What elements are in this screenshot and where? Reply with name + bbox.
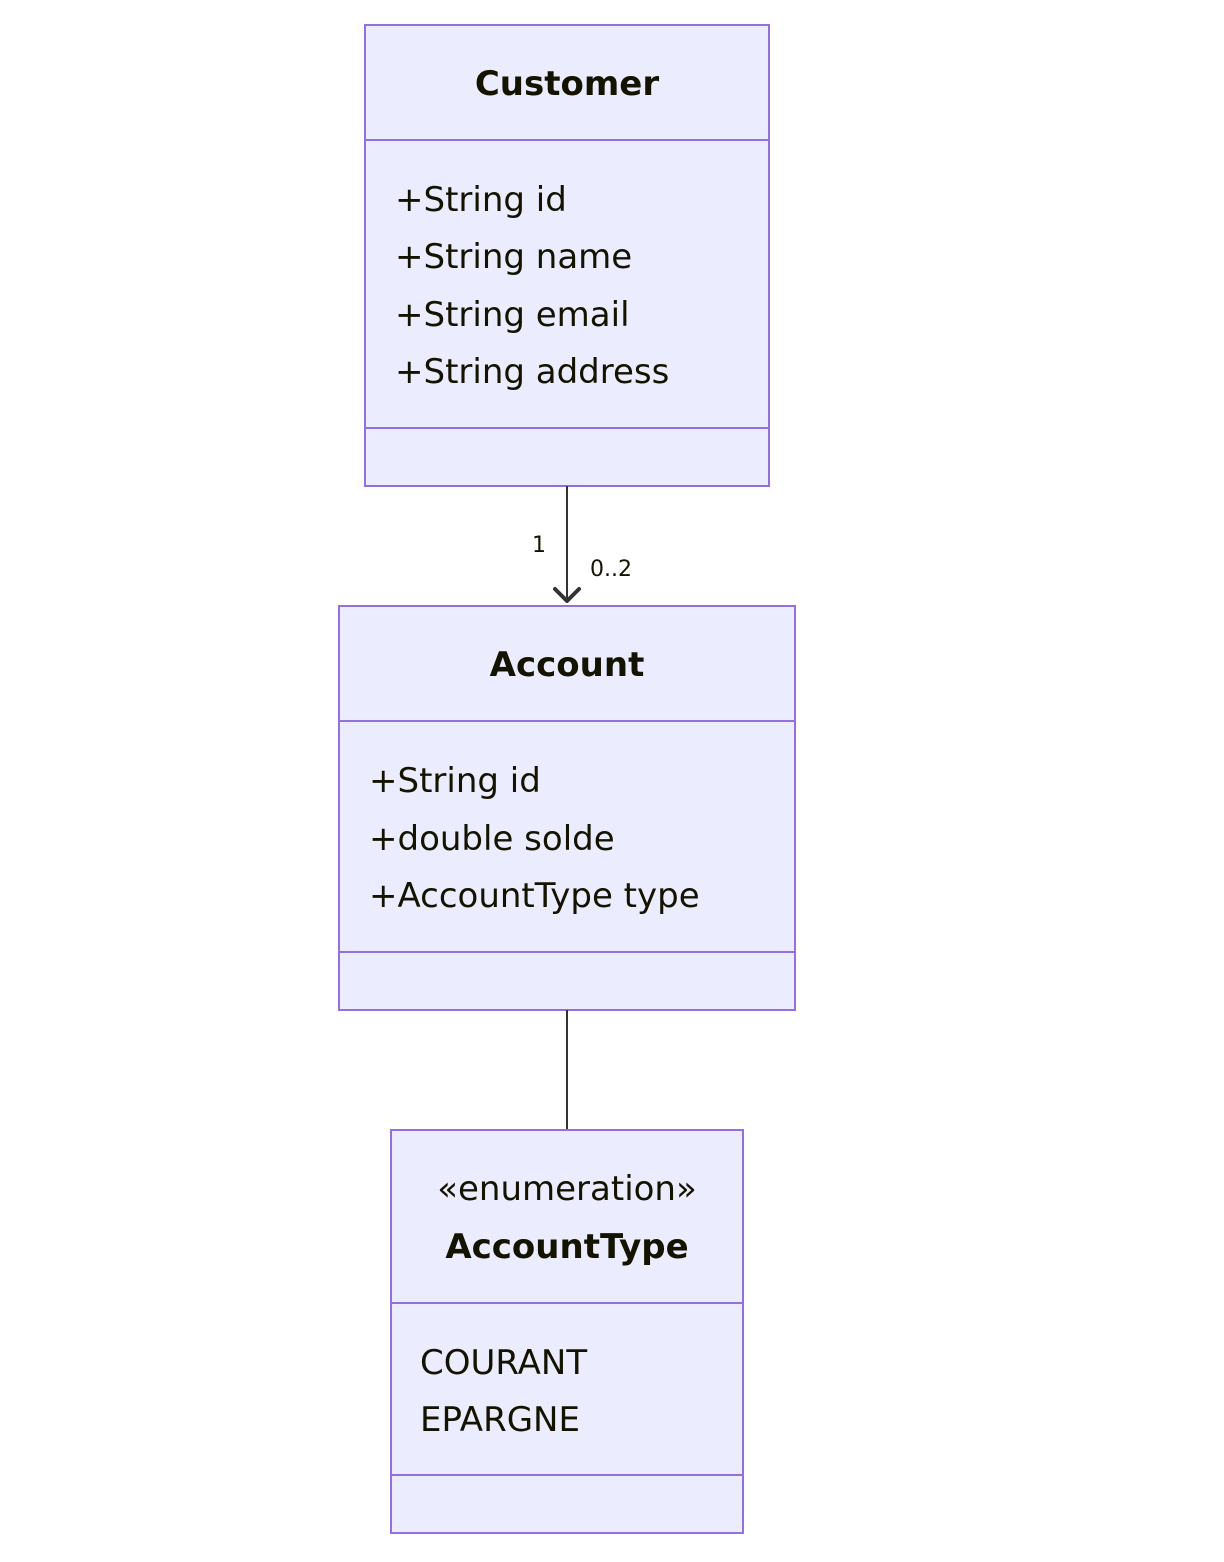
class-customer[interactable]: Customer +String id +String name +String…: [364, 24, 770, 487]
multiplicity-target: 0..2: [590, 557, 632, 582]
enum-value: EPARGNE: [420, 1400, 580, 1440]
class-accounttype-box: [390, 1129, 744, 1534]
class-accounttype-title: AccountType: [445, 1227, 688, 1267]
class-customer-title: Customer: [475, 64, 659, 104]
enum-value: COURANT: [420, 1343, 587, 1383]
class-account-attribute: +double solde: [369, 819, 615, 859]
class-customer-attribute: +String address: [395, 352, 669, 392]
multiplicity-source: 1: [532, 533, 546, 558]
class-customer-attribute: +String email: [395, 295, 630, 335]
class-account-title: Account: [490, 645, 645, 685]
relation-customer-account[interactable]: 1 0..2: [532, 486, 632, 603]
class-customer-attribute: +String name: [395, 237, 632, 277]
arrowhead-icon: [553, 587, 581, 603]
class-accounttype[interactable]: «enumeration» AccountType COURANT EPARGN…: [390, 1129, 744, 1534]
class-customer-attribute: +String id: [395, 180, 567, 220]
class-accounttype-stereotype: «enumeration»: [437, 1169, 697, 1209]
class-account-attribute: +AccountType type: [369, 876, 700, 916]
class-account[interactable]: Account +String id +double solde +Accoun…: [338, 605, 796, 1011]
class-account-attribute: +String id: [369, 761, 541, 801]
class-customer-box: [364, 24, 770, 487]
